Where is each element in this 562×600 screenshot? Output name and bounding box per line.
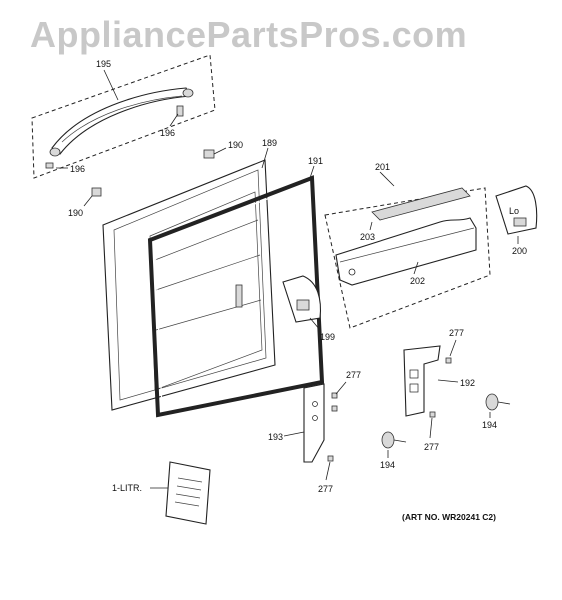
handle-highlight-line — [61, 95, 183, 143]
gasket-corner-piece[interactable] — [282, 275, 322, 323]
leader-193 — [283, 431, 305, 437]
bin-end-hole — [348, 268, 356, 276]
leader-201 — [379, 171, 395, 187]
bushing-194-right[interactable] — [485, 393, 499, 411]
leader-196a — [169, 113, 179, 127]
watermark-text: AppliancePartsPros.com — [30, 14, 468, 55]
callout-277-upper-right: 277 — [449, 328, 464, 338]
bracket-192-slot-1 — [409, 369, 419, 379]
booklet-line-1 — [177, 477, 203, 483]
screw-277-a2[interactable] — [331, 405, 338, 412]
callout-196-upper: 196 — [160, 128, 175, 138]
leader-195 — [103, 69, 119, 101]
cover-lo-text: Lo — [509, 206, 519, 216]
screw-277-c[interactable] — [445, 357, 452, 364]
liner-shelf-2 — [155, 254, 261, 291]
handle-screw-left[interactable] — [45, 162, 54, 169]
leader-192 — [437, 379, 459, 383]
literature-packet — [150, 461, 211, 525]
door-latch — [235, 284, 243, 308]
callout-199: 199 — [320, 332, 335, 342]
bracket-192-slot-2 — [409, 383, 419, 393]
callout-196-lower: 196 — [70, 164, 85, 174]
callout-193: 193 — [268, 432, 283, 442]
callout-189: 189 — [262, 138, 277, 148]
callout-277-lower-right: 277 — [424, 442, 439, 452]
handle-end-cap-right — [182, 88, 194, 98]
leader-277d — [429, 417, 433, 439]
screw-190-top[interactable] — [203, 149, 215, 159]
corner-piece-grid — [296, 299, 310, 311]
bracket-193-hole-1 — [312, 401, 318, 407]
callout-200: 200 — [512, 246, 527, 256]
callout-190-lower: 190 — [68, 208, 83, 218]
screw-277-d[interactable] — [429, 411, 436, 418]
handle-end-cap-left — [49, 147, 61, 157]
leader-277a — [335, 381, 347, 395]
leader-277b — [325, 461, 331, 481]
handle-screw-right[interactable] — [176, 105, 184, 117]
door-bin-202[interactable] — [335, 217, 477, 286]
callout-195: 195 — [96, 59, 111, 69]
bin-cover-203[interactable] — [371, 187, 471, 221]
screw-277-a1[interactable] — [331, 392, 338, 399]
hinge-bracket-192[interactable] — [403, 345, 441, 417]
bin-assembly-group — [324, 171, 491, 329]
bushing-194-bottom[interactable] — [381, 431, 395, 449]
leader-190b — [83, 195, 93, 207]
freezer-door-outer[interactable] — [102, 159, 276, 411]
bracket-192 — [403, 339, 459, 439]
leader-277c — [449, 339, 457, 357]
bushing-194-bottom-pin — [393, 439, 407, 443]
leader-202 — [413, 261, 419, 275]
leader-203 — [369, 221, 373, 231]
leader-199 — [309, 317, 321, 331]
booklet-line-3 — [175, 493, 201, 499]
door-panel-189 — [102, 147, 276, 411]
screws-190 — [83, 147, 227, 207]
callout-194-bottom: 194 — [380, 460, 395, 470]
gasket-outer[interactable] — [147, 175, 325, 418]
callout-191: 191 — [308, 156, 323, 166]
handle-dashed-boundary — [31, 54, 216, 179]
callout-277-mid-left: 277 — [346, 370, 361, 380]
booklet-line-4 — [174, 501, 200, 507]
bin-cover-200: Lo — [495, 185, 538, 244]
callout-192: 192 — [460, 378, 475, 388]
callout-202: 202 — [410, 276, 425, 286]
literature-booklet[interactable] — [165, 461, 211, 525]
temp-control-cover[interactable] — [495, 185, 538, 235]
callout-1-litr: 1-LITR. — [112, 483, 142, 493]
bushing-194-right-pin — [497, 401, 511, 405]
art-number: (ART NO. WR20241 C2) — [402, 512, 496, 522]
liner-shelf-3 — [155, 299, 262, 331]
bin-top-edge — [339, 227, 475, 263]
door-handle[interactable] — [51, 87, 191, 155]
callout-190-upper: 190 — [228, 140, 243, 150]
liner-shelf-1 — [154, 219, 259, 261]
cover-grid — [513, 217, 527, 227]
callout-194-right: 194 — [482, 420, 497, 430]
door-gasket-191 — [147, 165, 325, 418]
callout-277-bottom: 277 — [318, 484, 333, 494]
bracket-193 — [283, 381, 347, 481]
gasket-inner-line — [154, 182, 318, 411]
screw-277-b[interactable] — [327, 455, 334, 462]
bracket-193-hole-2 — [312, 415, 318, 421]
door-inner-edge — [113, 169, 267, 401]
handle-assembly-group — [31, 54, 216, 179]
leader-190a — [213, 147, 227, 155]
hinge-bracket-193[interactable] — [303, 383, 325, 463]
screw-190-left[interactable] — [91, 187, 102, 197]
bushings-194 — [381, 393, 511, 458]
callout-203: 203 — [360, 232, 375, 242]
callout-201: 201 — [375, 162, 390, 172]
leader-191 — [309, 165, 315, 179]
gasket-clip-199 — [282, 275, 322, 331]
booklet-line-2 — [176, 485, 202, 491]
leader-189 — [261, 147, 269, 169]
